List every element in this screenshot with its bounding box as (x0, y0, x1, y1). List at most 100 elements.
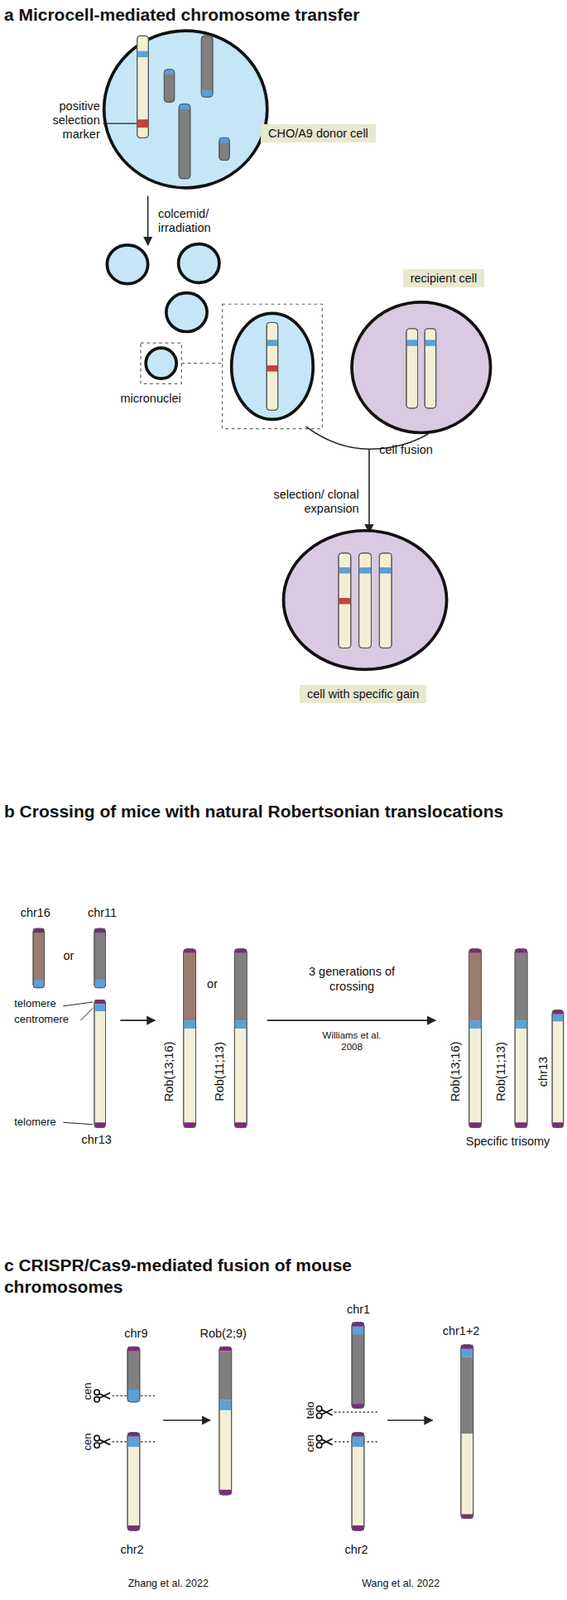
centromere (179, 104, 191, 110)
micronucleus (145, 347, 177, 379)
chromosome (461, 1344, 474, 1518)
chromosome-outline (163, 69, 174, 102)
section-heading: a Microcell-mediated chromosome transfer (4, 4, 360, 25)
chromosome (163, 69, 174, 102)
arrow (368, 448, 370, 533)
arm (461, 1356, 473, 1433)
chromosome-body (127, 1431, 140, 1530)
telomere (469, 1121, 481, 1127)
telomere (183, 1121, 196, 1127)
label: cen (81, 1382, 95, 1400)
label: Williams et al. 2008 (316, 1029, 388, 1053)
label: Rob(13;16) (162, 1040, 177, 1101)
chromosome-body (127, 1345, 140, 1402)
chromosome-body (461, 1344, 474, 1518)
chromosome-body (351, 1431, 365, 1530)
centromere (469, 1019, 481, 1029)
chromosome-outline (94, 927, 106, 987)
telomere (515, 948, 528, 953)
telomere (219, 1489, 231, 1495)
label-box: recipient cell (403, 269, 486, 288)
micronucleus (178, 244, 220, 284)
label: chr1 (346, 1302, 370, 1317)
chromosome (234, 948, 247, 1128)
scissors-blade (321, 1437, 333, 1444)
telomere (352, 1321, 365, 1327)
chromosome-body (219, 137, 230, 160)
chromosome-outline (137, 35, 149, 138)
chromosome-body (137, 35, 149, 138)
centromere (164, 69, 174, 75)
chromosome (178, 104, 191, 179)
telomere (552, 1121, 564, 1127)
chromosome (351, 1431, 365, 1530)
centromere (379, 567, 392, 573)
arm (469, 952, 481, 1020)
telomere (235, 1121, 247, 1127)
telomere (552, 1009, 564, 1014)
centromere (406, 339, 418, 346)
leader-line (62, 1121, 93, 1124)
chromosome (94, 927, 106, 987)
chromosome-body (94, 927, 106, 987)
arrow (267, 1018, 436, 1021)
centromere (461, 1348, 473, 1357)
label: cen (81, 1431, 95, 1450)
chromosome (94, 999, 106, 1127)
chromosome-outline (461, 1344, 474, 1518)
telomere (235, 948, 247, 953)
centromere (201, 90, 213, 98)
telomere (183, 948, 196, 953)
chromosome-outline (127, 1345, 140, 1402)
centromere (552, 1013, 564, 1022)
chromosome-body (424, 328, 437, 409)
arm (219, 1350, 231, 1399)
label: chr16 (20, 905, 51, 920)
chromosome-outline (127, 1431, 140, 1530)
label: cen (303, 1434, 318, 1452)
chromosome (266, 321, 279, 410)
centromere (94, 979, 106, 988)
chromosome-body (359, 552, 372, 649)
chromosome-outline (266, 321, 279, 410)
centromere (183, 1019, 196, 1029)
chromosome-body (219, 1345, 232, 1495)
chromosome-outline (183, 948, 197, 1128)
chromosome-outline (351, 1321, 365, 1408)
chromosome-body (351, 1321, 365, 1408)
telomere (352, 1403, 365, 1408)
telomere (461, 1513, 473, 1518)
micronucleus-zoom (231, 312, 314, 419)
chromosome-outline (33, 927, 45, 987)
label: colcemid/ irradiation (158, 206, 230, 236)
chromosome-body (514, 948, 528, 1128)
arrow (120, 1018, 155, 1021)
chromosome-outline (514, 948, 528, 1128)
chromosome-body (338, 552, 351, 649)
telomere (461, 1344, 473, 1349)
section-heading: b Crossing of mice with natural Robertso… (4, 800, 535, 822)
label: selection/ clonal expansion (256, 487, 359, 517)
centromere (127, 1436, 140, 1447)
scissors-blade (99, 1392, 111, 1399)
chromosome-body (33, 927, 45, 987)
leader-line (62, 1001, 93, 1006)
scissors-handle (316, 1412, 322, 1418)
arrow (387, 1418, 433, 1421)
zoom-box (140, 342, 182, 384)
arm (515, 952, 528, 1020)
scissors-handle (94, 1396, 100, 1402)
chromosome (219, 137, 230, 160)
chromosome (127, 1345, 140, 1402)
arm (183, 952, 196, 1020)
label: chr13 (81, 1132, 112, 1147)
label: telo (303, 1400, 318, 1418)
label: micronuclei (120, 391, 181, 406)
label: cell fusion (379, 442, 433, 457)
leader-line (80, 1007, 93, 1020)
chromosome-outline (424, 328, 437, 409)
scissors-blade (99, 1438, 111, 1445)
chromosome-body (94, 999, 106, 1127)
